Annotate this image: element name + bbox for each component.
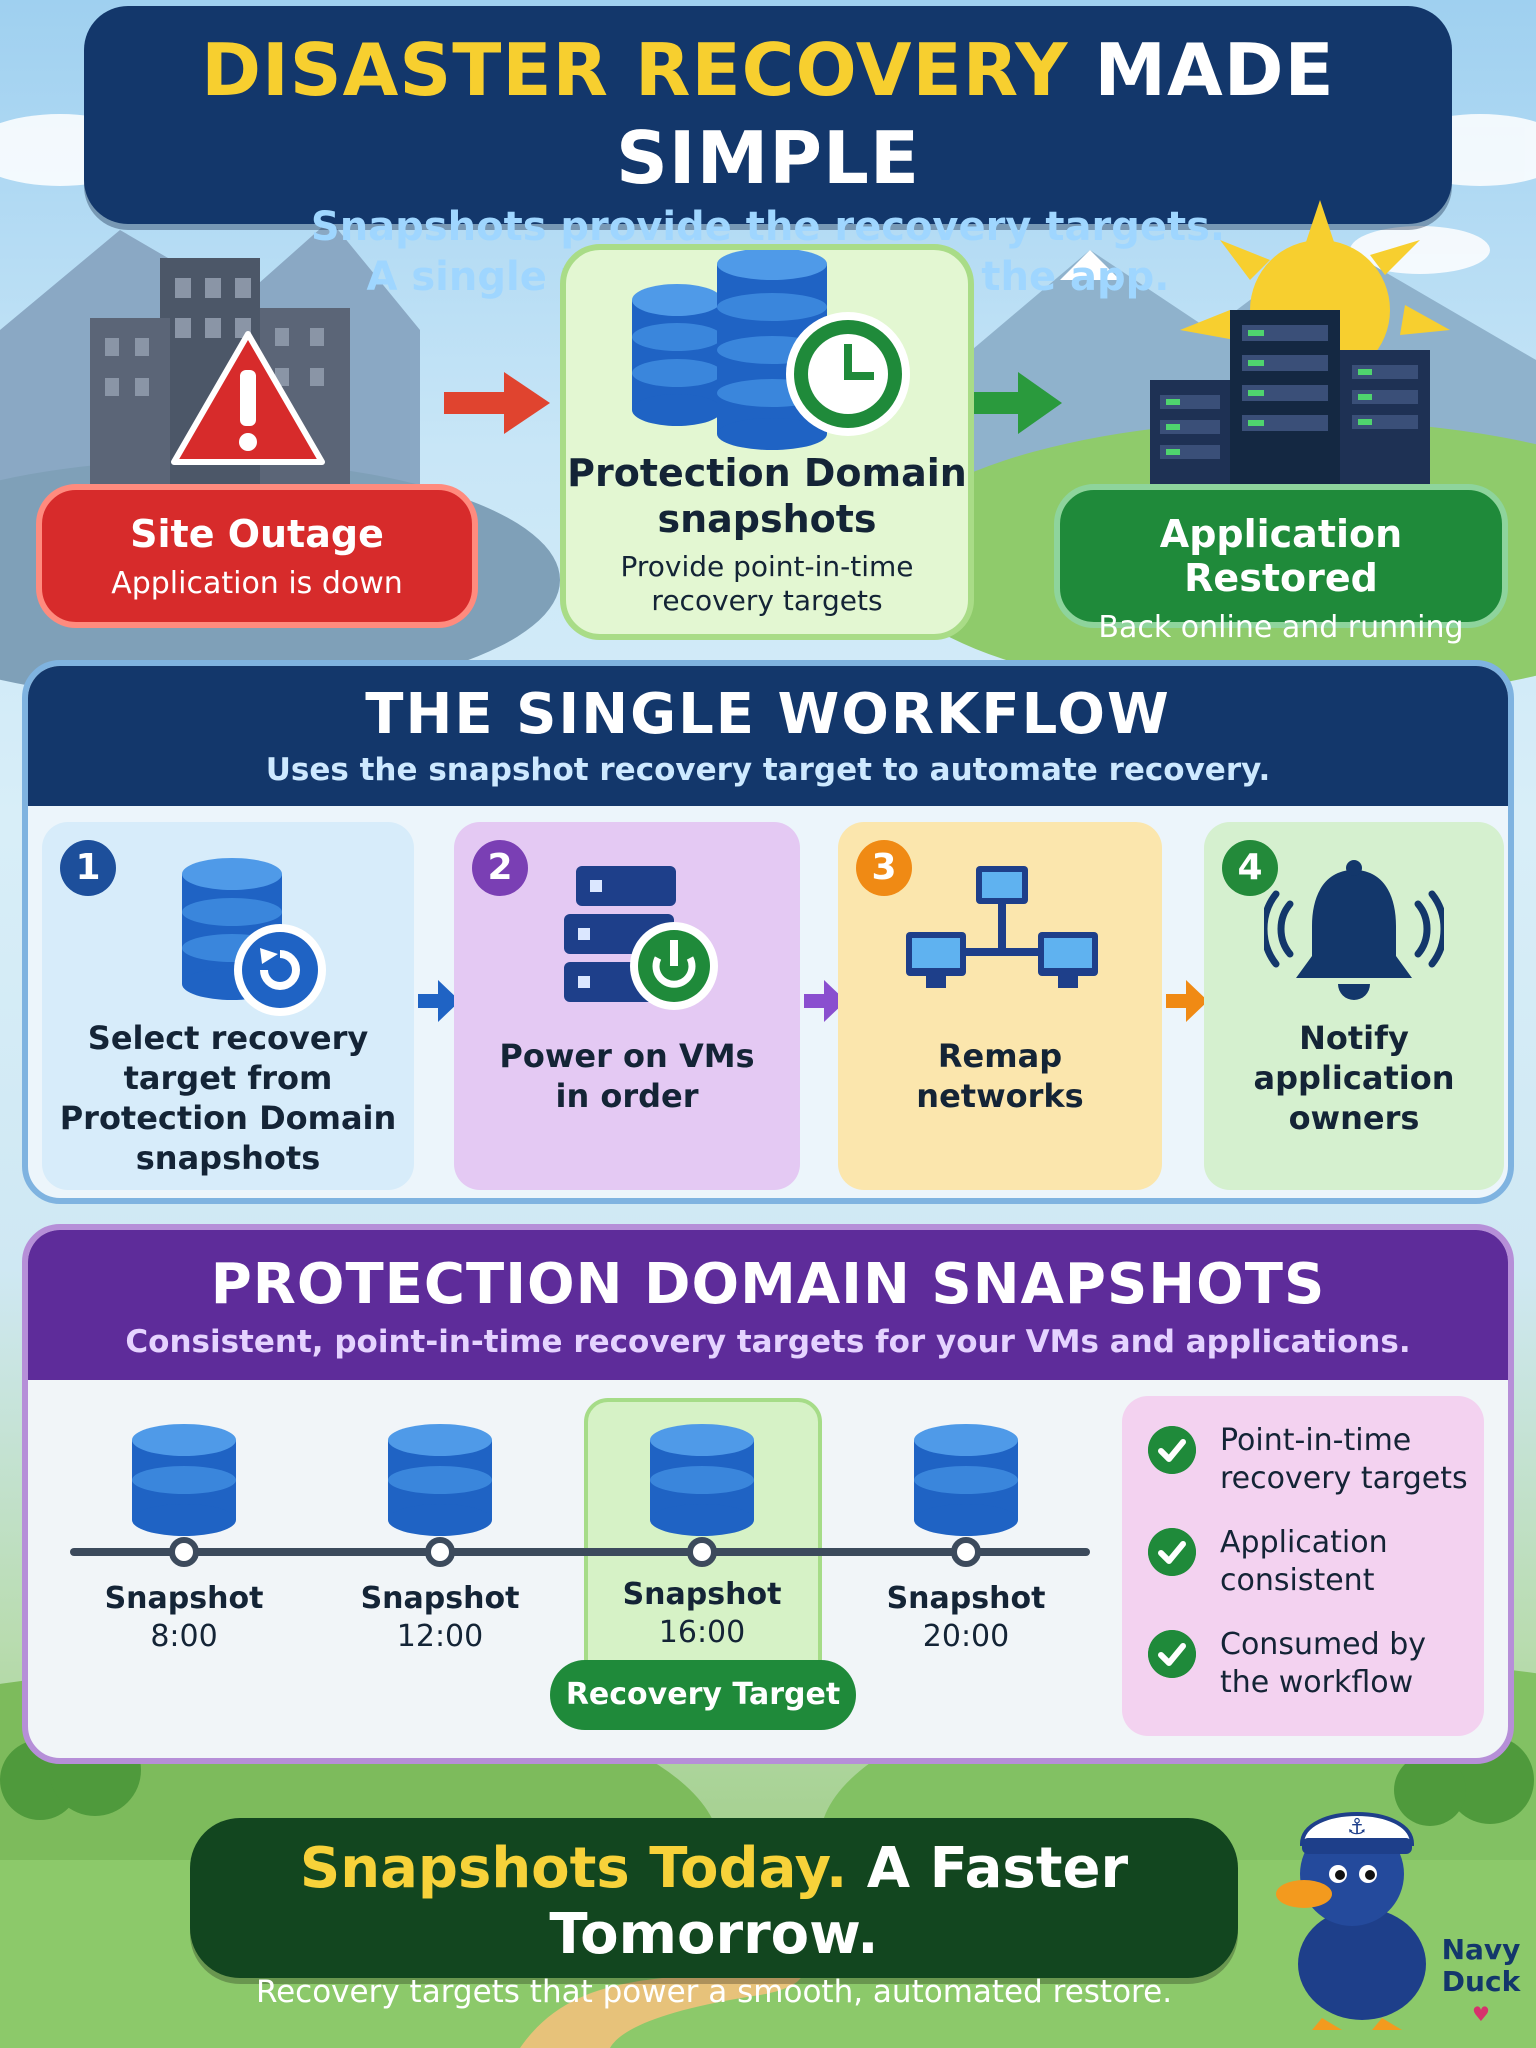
- workflow-title: THE SINGLE WORKFLOW: [365, 682, 1171, 747]
- snapshot-database-icon: [650, 1424, 754, 1536]
- server-power-icon: [564, 866, 718, 1010]
- bell-icon: [1264, 860, 1444, 1000]
- snapshot-database-icon: [388, 1424, 492, 1536]
- svg-text:⚓: ⚓: [1347, 1815, 1367, 1840]
- timeline: [70, 1424, 1090, 1567]
- database-restore-icon: [182, 858, 326, 1016]
- header-subtitle-1: Snapshots provide the recovery targets.: [310, 204, 1226, 250]
- snapshot-12: Snapshot 12:00: [360, 1581, 520, 1654]
- workflow-step-3: 3 Remap networks: [838, 822, 1162, 1190]
- duck-mascot-icon: ⚓: [1276, 1812, 1426, 2030]
- pds-subtitle-1: Provide point-in-time: [620, 550, 914, 583]
- arrow-right-icon: [804, 980, 846, 1022]
- check-icon: [1148, 1630, 1196, 1678]
- warning-icon: [171, 331, 325, 465]
- workflow-section: THE SINGLE WORKFLOW Uses the snapshot re…: [22, 660, 1514, 1204]
- footer-banner: Snapshots Today. A Faster Tomorrow. Reco…: [190, 1818, 1238, 2010]
- snapshot-16: Snapshot 16:00: [622, 1577, 782, 1650]
- step-number: 1: [60, 840, 116, 896]
- header-banner: DISASTER RECOVERY MADE SIMPLE Snapshots …: [84, 6, 1452, 300]
- arrow-right-icon: [966, 372, 1062, 434]
- protection-domain-card: Protection Domain snapshots Provide poin…: [560, 244, 974, 640]
- snapshot-database-icon: [914, 1424, 1018, 1536]
- workflow-step-2: 2 Power on VMs in order: [454, 822, 800, 1190]
- arrow-right-icon: [418, 980, 460, 1022]
- step-number: 2: [472, 840, 528, 896]
- check-icon: [1148, 1528, 1196, 1576]
- site-outage-card: Site Outage Application is down: [36, 484, 478, 628]
- snapshots-subtitle: Consistent, point-in-time recovery targe…: [125, 1324, 1411, 1360]
- snapshots-title: PROTECTION DOMAIN SNAPSHOTS: [210, 1252, 1326, 1317]
- step-number: 4: [1222, 840, 1278, 896]
- arrow-right-icon: [444, 372, 550, 434]
- pds-title-2: snapshots: [657, 497, 877, 541]
- step-number: 3: [856, 840, 912, 896]
- workflow-step-1: 1 Select recovery target from Protection…: [42, 822, 414, 1190]
- snapshots-section: PROTECTION DOMAIN SNAPSHOTS Consistent, …: [22, 1224, 1514, 1764]
- snapshot-20: Snapshot 20:00: [886, 1581, 1046, 1654]
- workflow-subtitle: Uses the snapshot recovery target to aut…: [265, 752, 1271, 788]
- page-title: DISASTER RECOVERY MADE SIMPLE: [201, 28, 1335, 200]
- heart-icon: ♥: [1472, 2002, 1490, 2026]
- application-restored-card: Application Restored Back online and run…: [1054, 484, 1508, 645]
- snapshot-database-icon: [132, 1424, 236, 1536]
- network-icon: [906, 866, 1098, 988]
- recovery-target-badge: Recovery Target: [550, 1660, 856, 1730]
- database-clock-icon: [632, 250, 910, 450]
- check-icon: [1148, 1426, 1196, 1474]
- snapshot-8: Snapshot 8:00: [104, 1581, 264, 1654]
- mascot-label: Navy Duck ♥: [1436, 1934, 1526, 2030]
- footer-title: Snapshots Today. A Faster Tomorrow.: [299, 1836, 1129, 1967]
- arrow-right-icon: [1166, 980, 1208, 1022]
- workflow-step-4: 4 Notify application owners: [1204, 822, 1504, 1190]
- server-rack-icon: [1150, 200, 1450, 490]
- pds-title-1: Protection Domain: [567, 451, 967, 495]
- pds-subtitle-2: recovery targets: [651, 584, 883, 617]
- footer-subtitle: Recovery targets that power a smooth, au…: [255, 1974, 1173, 2010]
